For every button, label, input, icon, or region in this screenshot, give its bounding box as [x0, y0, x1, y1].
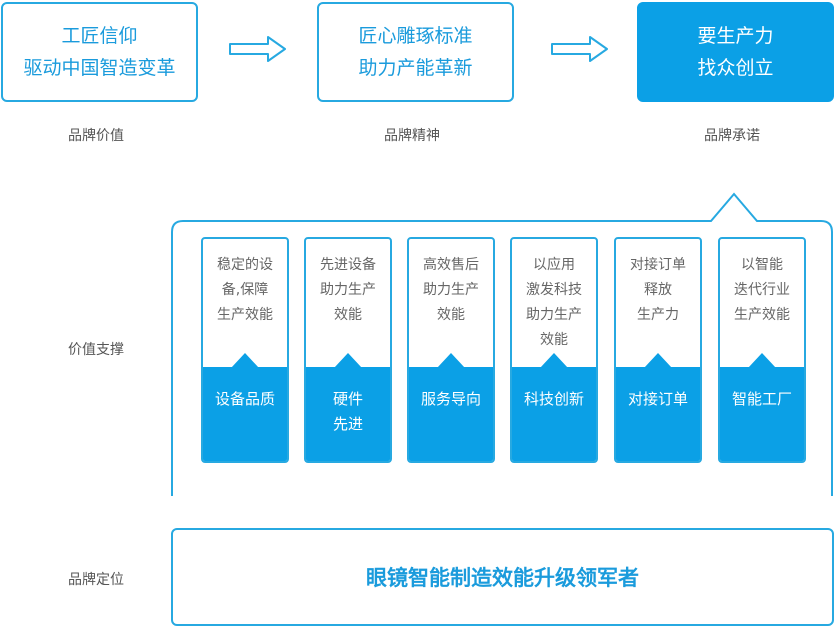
card-desc-line: 先进设备: [320, 257, 376, 273]
brand-spirit-line-1: 匠心雕琢标准: [358, 25, 473, 47]
card-desc-line: 生产效能: [217, 307, 273, 323]
card-order-matching: 对接订单 释放 生产力 对接订单: [614, 237, 702, 463]
card-desc: 以应用 激发科技 助力生产 效能: [512, 253, 596, 353]
brand-value-caption: 品牌价值: [68, 128, 124, 144]
card-notch: [540, 353, 568, 368]
card-smart-factory: 以智能 迭代行业 生产效能 智能工厂: [718, 237, 806, 463]
card-desc-line: 迭代行业: [734, 282, 790, 298]
brand-spirit-box: 匠心雕琢标准 助力产能革新: [317, 2, 514, 102]
card-desc-line: 以智能: [741, 257, 783, 273]
card-desc: 对接订单 释放 生产力: [616, 253, 700, 328]
card-desc-line: 效能: [540, 332, 568, 348]
card-desc: 先进设备 助力生产 效能: [306, 253, 390, 328]
card-desc-line: 高效售后: [423, 257, 479, 273]
card-title-line: 先进: [332, 415, 363, 433]
card-desc-line: 效能: [334, 307, 362, 323]
card-desc-line: 稳定的设: [217, 257, 273, 273]
card-desc-line: 效能: [437, 307, 465, 323]
card-desc-line: 激发科技: [526, 282, 582, 298]
card-desc-line: 以应用: [533, 257, 575, 273]
brand-value-box: 工匠信仰 驱动中国智造变革: [1, 2, 198, 102]
brand-value-line-2: 驱动中国智造变革: [23, 57, 176, 79]
card-title: 智能工厂: [720, 367, 804, 461]
card-desc: 稳定的设 备,保障 生产效能: [203, 253, 287, 328]
card-notch: [644, 353, 672, 368]
card-notch: [437, 353, 465, 368]
card-tech-innovation: 以应用 激发科技 助力生产 效能 科技创新: [510, 237, 598, 463]
right-arrow-icon: [229, 36, 286, 62]
card-desc: 高效售后 助力生产 效能: [409, 253, 493, 328]
brand-promise-caption: 品牌承诺: [704, 128, 760, 144]
card-title-line: 设备品质: [214, 390, 275, 408]
card-advanced-hardware: 先进设备 助力生产 效能 硬件 先进: [304, 237, 392, 463]
positioning-text: 眼镜智能制造效能升级领军者: [366, 566, 639, 590]
card-service-oriented: 高效售后 助力生产 效能 服务导向: [407, 237, 495, 463]
right-arrow-icon: [551, 36, 608, 62]
card-desc-line: 释放: [644, 282, 672, 298]
card-desc: 以智能 迭代行业 生产效能: [720, 253, 804, 328]
card-notch: [334, 353, 362, 368]
positioning-label: 品牌定位: [68, 572, 124, 588]
card-title-line: 科技创新: [523, 390, 584, 408]
card-title: 科技创新: [512, 367, 596, 461]
card-title: 服务导向: [409, 367, 493, 461]
card-desc-line: 助力生产: [423, 282, 479, 298]
card-title: 对接订单: [616, 367, 700, 461]
card-desc-line: 备,保障: [221, 282, 269, 298]
brand-promise-line-1: 要生产力: [697, 25, 774, 47]
card-desc-line: 对接订单: [630, 257, 686, 273]
brand-value-line-1: 工匠信仰: [61, 25, 138, 47]
card-desc-line: 助力生产: [526, 307, 582, 323]
card-desc-line: 生产力: [637, 307, 679, 323]
positioning-box: 眼镜智能制造效能升级领军者: [171, 528, 834, 626]
brand-spirit-line-2: 助力产能革新: [358, 57, 473, 79]
brand-promise-line-2: 找众创立: [697, 57, 774, 79]
card-notch: [748, 353, 776, 368]
card-title: 硬件 先进: [306, 367, 390, 461]
card-title-line: 硬件: [332, 390, 363, 408]
card-title-line: 对接订单: [627, 390, 688, 408]
card-notch: [231, 353, 259, 368]
value-support-label: 价值支撑: [68, 342, 124, 358]
card-title: 设备品质: [203, 367, 287, 461]
brand-spirit-caption: 品牌精神: [384, 128, 440, 144]
card-equipment-quality: 稳定的设 备,保障 生产效能 设备品质: [201, 237, 289, 463]
card-title-line: 智能工厂: [731, 390, 792, 408]
card-desc-line: 生产效能: [734, 307, 790, 323]
brand-promise-box: 要生产力 找众创立: [637, 2, 834, 102]
card-title-line: 服务导向: [420, 390, 481, 408]
card-desc-line: 助力生产: [320, 282, 376, 298]
